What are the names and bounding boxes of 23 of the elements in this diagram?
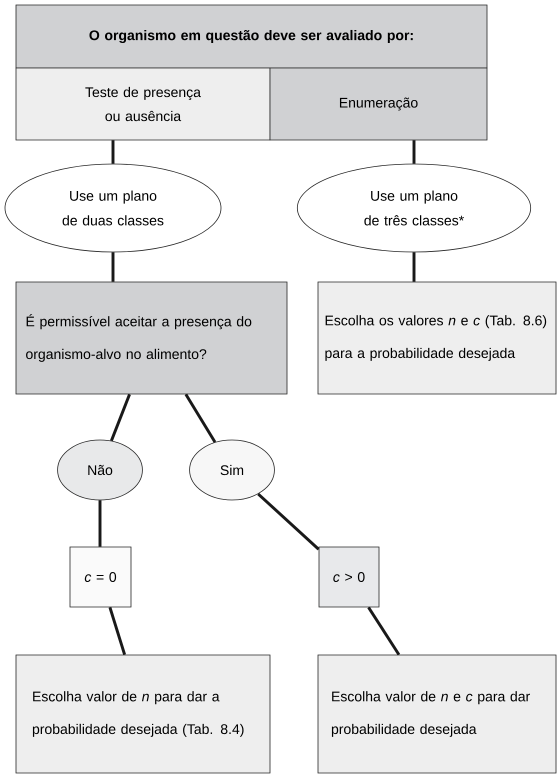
text-box: Escolha os valores n e c (Tab. 8.6) para a probabilidade desejada — [318, 282, 556, 394]
connector-line — [98, 500, 102, 547]
header-box: O organismo em questão deve ser avaliado por: — [16, 4, 488, 68]
connector-line — [108, 606, 126, 656]
ellipse-node: Use um plano de três classes* — [296, 164, 532, 252]
connector-line — [367, 606, 400, 656]
ellipse-node: Use um plano de duas classes — [4, 164, 222, 252]
text-box: Escolha valor de n para dar a probabilidade desejada (Tab. 8.4) — [16, 654, 270, 774]
option-cell: Enumeração — [270, 68, 488, 140]
condition-box: c > 0 — [318, 546, 380, 608]
ellipse-node: Não — [57, 440, 143, 500]
ellipse-node: Sim — [189, 440, 275, 500]
text-box: É permissível aceitar a presença do organismo-alvo no alimento? — [16, 282, 288, 394]
connector-line — [257, 492, 320, 550]
connector-line — [110, 394, 131, 442]
connector-line — [412, 140, 416, 164]
connector-line — [112, 252, 114, 282]
connector-line — [184, 394, 216, 443]
condition-box: c = 0 — [70, 546, 132, 608]
option-cell: Teste de presença ou ausência — [16, 68, 270, 140]
connector-line — [112, 140, 114, 164]
connector-line — [412, 252, 416, 282]
text-box: Escolha valor de n e c para dar probabilidade desejada — [318, 654, 556, 774]
